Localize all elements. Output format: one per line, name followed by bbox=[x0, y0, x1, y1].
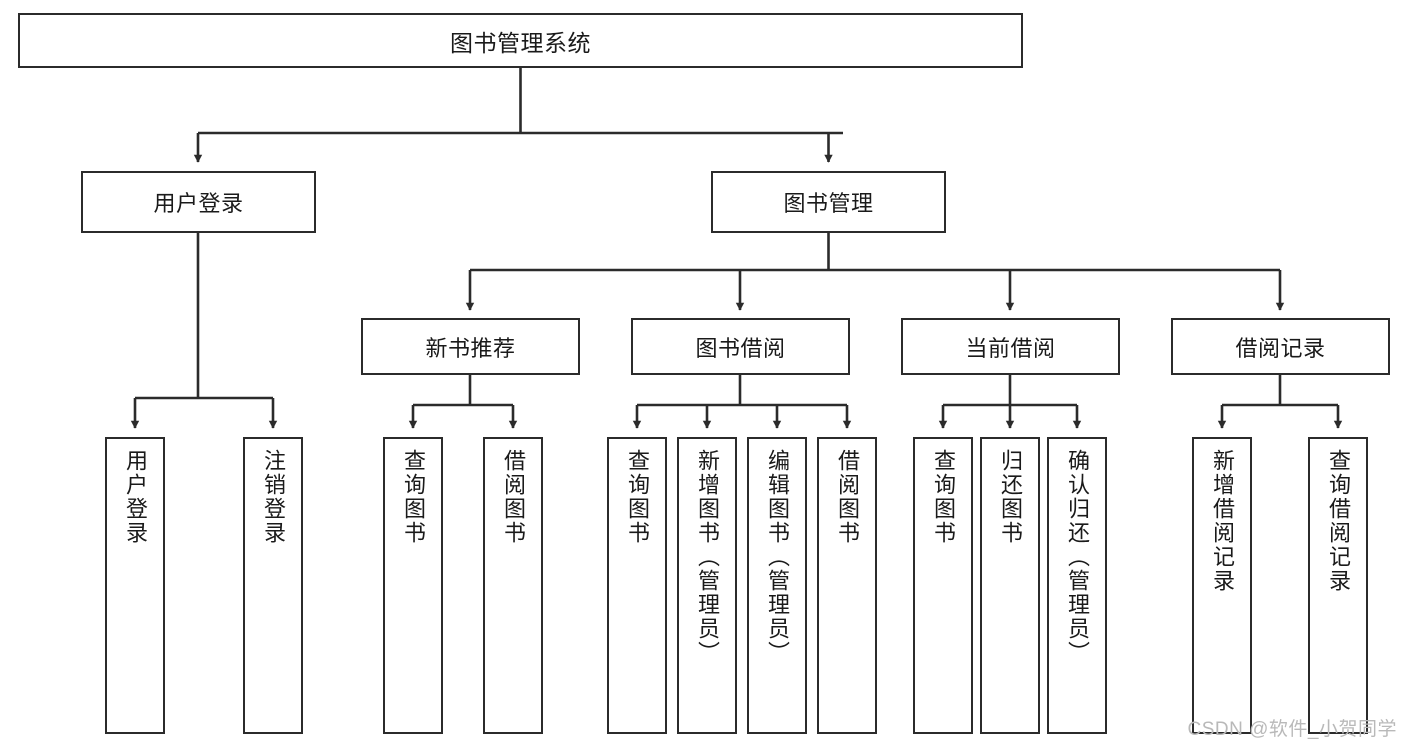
node-leaf-label: 确认归还（管理员） bbox=[1064, 449, 1090, 665]
node-root-system[interactable]: 图书管理系统 bbox=[18, 13, 1023, 68]
node-leaf-label: 查询图书 bbox=[624, 449, 650, 545]
node-leaf-label: 查询图书 bbox=[930, 449, 956, 545]
watermark: CSDN @软件_小贺同学 bbox=[1187, 719, 1397, 740]
node-leaf-add-borrow-record[interactable]: 新增借阅记录 bbox=[1192, 437, 1252, 734]
node-leaf-label: 用户登录 bbox=[122, 449, 148, 545]
node-leaf-label: 编辑图书（管理员） bbox=[764, 449, 790, 665]
node-leaf-query-book-recommend[interactable]: 查询图书 bbox=[383, 437, 443, 734]
node-leaf-return-book[interactable]: 归还图书 bbox=[980, 437, 1040, 734]
node-borrow-record-label: 借阅记录 bbox=[1235, 335, 1326, 361]
node-leaf-user-login[interactable]: 用户登录 bbox=[105, 437, 165, 734]
node-leaf-logout[interactable]: 注销登录 bbox=[243, 437, 303, 734]
node-leaf-edit-book-admin[interactable]: 编辑图书（管理员） bbox=[747, 437, 807, 734]
node-leaf-label: 归还图书 bbox=[997, 449, 1023, 545]
node-leaf-label: 借阅图书 bbox=[500, 449, 526, 545]
node-leaf-label: 查询借阅记录 bbox=[1325, 449, 1351, 593]
node-leaf-label: 注销登录 bbox=[260, 449, 286, 545]
node-leaf-add-book-admin[interactable]: 新增图书（管理员） bbox=[677, 437, 737, 734]
node-new-book-recommend-label: 新书推荐 bbox=[425, 335, 516, 361]
node-leaf-query-book-current[interactable]: 查询图书 bbox=[913, 437, 973, 734]
node-root-label: 图书管理系统 bbox=[450, 29, 591, 56]
node-new-book-recommend[interactable]: 新书推荐 bbox=[361, 318, 580, 375]
node-book-borrow[interactable]: 图书借阅 bbox=[631, 318, 850, 375]
node-leaf-borrow-book-recommend[interactable]: 借阅图书 bbox=[483, 437, 543, 734]
node-borrow-record[interactable]: 借阅记录 bbox=[1171, 318, 1390, 375]
node-leaf-confirm-return-admin[interactable]: 确认归还（管理员） bbox=[1047, 437, 1107, 734]
node-leaf-label: 查询图书 bbox=[400, 449, 426, 545]
node-leaf-label: 新增图书（管理员） bbox=[694, 449, 720, 665]
node-leaf-query-borrow-record[interactable]: 查询借阅记录 bbox=[1308, 437, 1368, 734]
node-user-login-label: 用户登录 bbox=[153, 191, 244, 216]
node-user-login[interactable]: 用户登录 bbox=[81, 171, 316, 233]
node-current-borrow[interactable]: 当前借阅 bbox=[901, 318, 1120, 375]
node-leaf-query-book[interactable]: 查询图书 bbox=[607, 437, 667, 734]
node-book-borrow-label: 图书借阅 bbox=[695, 335, 786, 361]
node-book-management-label: 图书管理 bbox=[783, 191, 874, 216]
node-leaf-borrow-book[interactable]: 借阅图书 bbox=[817, 437, 877, 734]
node-current-borrow-label: 当前借阅 bbox=[965, 335, 1056, 361]
node-leaf-label: 新增借阅记录 bbox=[1209, 449, 1235, 593]
node-book-management[interactable]: 图书管理 bbox=[711, 171, 946, 233]
node-leaf-label: 借阅图书 bbox=[834, 449, 860, 545]
